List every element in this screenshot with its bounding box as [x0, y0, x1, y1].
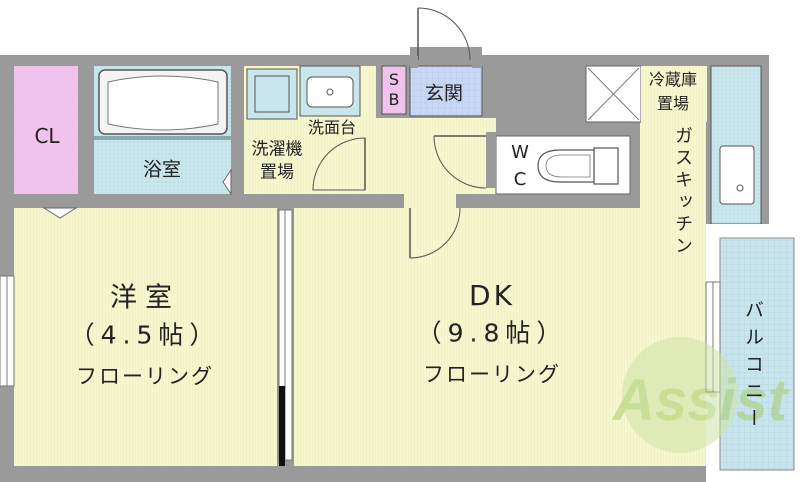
toilet-door-swing: [433, 135, 487, 189]
balcony-label: バルコニー: [742, 300, 764, 435]
door-frame-right: [472, 56, 482, 68]
toilet-label-1: W: [511, 142, 529, 163]
bathtub-edge: [94, 136, 231, 140]
closet: [14, 66, 78, 194]
bathtub-inner: [107, 75, 219, 131]
bath-door-mark: [222, 168, 232, 196]
washer-label-2: 置場: [260, 162, 294, 183]
toilet-label-2: C: [513, 169, 527, 190]
fridge-label-2: 置場: [656, 94, 690, 113]
front-door-swing: [417, 7, 471, 61]
assist-logo-text: Assist: [611, 368, 790, 433]
entrance: [409, 65, 483, 117]
closet-door-mark: [42, 207, 78, 219]
washroom-label: 洗面台: [307, 118, 357, 137]
western-room-size: （4.5帖）: [69, 320, 221, 350]
dk-door-swing: [409, 207, 461, 259]
closet-label: CL: [34, 124, 60, 148]
partition-door-post: [279, 386, 285, 466]
balcony: [719, 237, 795, 471]
door-frame-left: [410, 56, 418, 68]
western-room-name: 洋室: [110, 282, 180, 314]
shoe-box-label-1: S: [388, 70, 400, 89]
dk-name: DK: [469, 279, 515, 312]
washroom-door-swing: [312, 137, 366, 191]
western-room-floor: フローリング: [76, 364, 214, 389]
shoe-box: [381, 65, 407, 115]
assist-logo: Assist: [611, 337, 790, 453]
western-room: [14, 208, 277, 466]
gas-kitchen-label: ガスキッチン: [672, 126, 693, 258]
dk-size: （9.8帖）: [416, 318, 568, 348]
vanity-drain: [326, 88, 334, 96]
fridge-label-area: [641, 66, 707, 122]
vanity-basin: [306, 76, 354, 108]
dk-floor: フローリング: [423, 362, 561, 387]
sink-drain: [736, 184, 744, 192]
toilet-tank: [593, 147, 619, 185]
toilet-door-post: [486, 132, 496, 188]
corridor: [376, 118, 496, 194]
hall-strip: [404, 194, 456, 210]
washer-label-1: 洗濯機: [251, 139, 303, 160]
fridge-x-mark: [587, 67, 640, 121]
toilet-bowl-inner: [545, 154, 591, 178]
shoe-box-label-2: B: [388, 90, 400, 109]
entrance-label: 玄関: [424, 82, 464, 105]
washer-inner: [254, 75, 290, 113]
kitchen-strip: [640, 120, 706, 210]
fridge-label-1: 冷蔵庫: [648, 70, 698, 89]
toilet-bowl: [537, 149, 595, 183]
bath-label: 浴室: [142, 158, 182, 181]
sink-basin: [719, 145, 755, 205]
